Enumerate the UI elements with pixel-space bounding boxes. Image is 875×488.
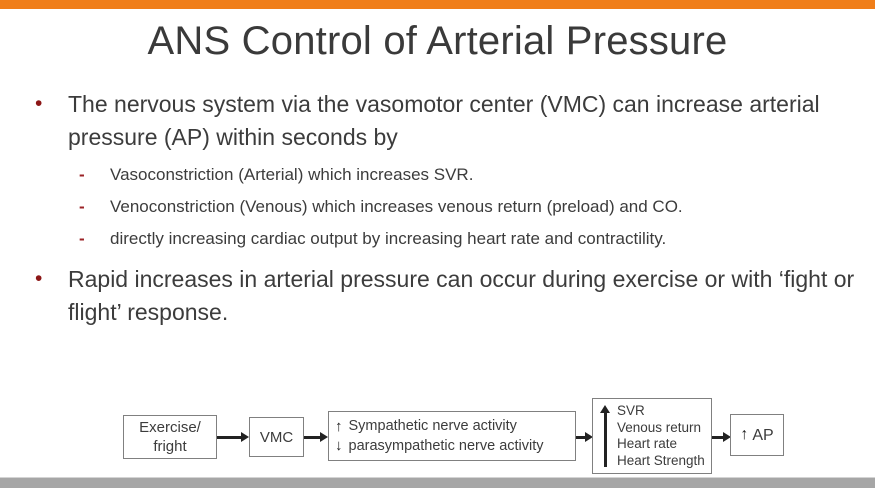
diagram-box-exercise-line1: Exercise/ xyxy=(139,419,201,436)
dash-marker-icon: - xyxy=(79,197,85,216)
diagram-box-svr-line3: Heart rate xyxy=(617,436,678,451)
diagram-box-nerve-line1: Sympathetic nerve activity xyxy=(348,418,517,434)
flow-diagram: Exercise/ fright VMC ↑ ↓ Sympathetic ner… xyxy=(0,396,875,482)
slide-body: • The nervous system via the vasomotor c… xyxy=(0,88,875,331)
sub-bullet-item: - Vasoconstriction (Arterial) which incr… xyxy=(0,162,875,188)
arrow-right-icon xyxy=(712,432,731,442)
diagram-box-nerve-line2: parasympathetic nerve activity xyxy=(348,438,544,454)
diagram-box-vmc-label: VMC xyxy=(259,428,294,446)
sub-bullet-item: - Venoconstriction (Venous) which increa… xyxy=(0,194,875,220)
bullet-item: • The nervous system via the vasomotor c… xyxy=(0,88,875,154)
arrow-up-icon: ↑ xyxy=(740,426,749,443)
diagram-box-svr: SVR Venous return Heart rate Heart Stren… xyxy=(592,398,712,474)
bullet-marker-icon: • xyxy=(35,92,43,115)
dash-marker-icon: - xyxy=(79,165,85,184)
tall-arrow-up-icon xyxy=(599,405,612,467)
bullet-item: • Rapid increases in arterial pressure c… xyxy=(0,263,875,329)
diagram-box-exercise-line2: fright xyxy=(153,438,187,455)
arrow-right-icon xyxy=(576,432,593,442)
bottom-accent-band xyxy=(0,477,875,488)
arrow-down-icon: ↓ xyxy=(335,437,343,454)
dash-marker-icon: - xyxy=(79,229,85,248)
diagram-box-svr-line4: Heart Strength xyxy=(617,452,705,468)
slide-title: ANS Control of Arterial Pressure xyxy=(147,19,728,63)
sub-bullet-item: - directly increasing cardiac output by … xyxy=(0,226,875,252)
bullet-marker-icon: • xyxy=(35,267,43,290)
diagram-box-svr-line1: SVR xyxy=(617,403,645,418)
arrow-up-icon: ↑ xyxy=(335,418,343,435)
sub-bullet-text: directly increasing cardiac output by in… xyxy=(110,229,667,248)
diagram-box-exercise: Exercise/ fright xyxy=(123,415,217,459)
bullet-text: The nervous system via the vasomotor cen… xyxy=(68,91,820,150)
diagram-box-vmc: VMC xyxy=(249,417,304,457)
sub-bullet-text: Venoconstriction (Venous) which increase… xyxy=(110,197,683,216)
bullet-text: Rapid increases in arterial pressure can… xyxy=(68,266,855,325)
diagram-box-nerve-activity: ↑ ↓ Sympathetic nerve activity parasympa… xyxy=(328,411,576,461)
arrow-right-icon xyxy=(304,432,328,442)
diagram-box-svr-line2: Venous return xyxy=(617,419,702,435)
diagram-box-ap: ↑ AP xyxy=(730,414,784,456)
diagram-box-ap-label: AP xyxy=(752,426,774,444)
sub-bullet-text: Vasoconstriction (Arterial) which increa… xyxy=(110,165,474,184)
arrow-right-icon xyxy=(217,432,249,442)
top-accent-bar xyxy=(0,0,875,9)
